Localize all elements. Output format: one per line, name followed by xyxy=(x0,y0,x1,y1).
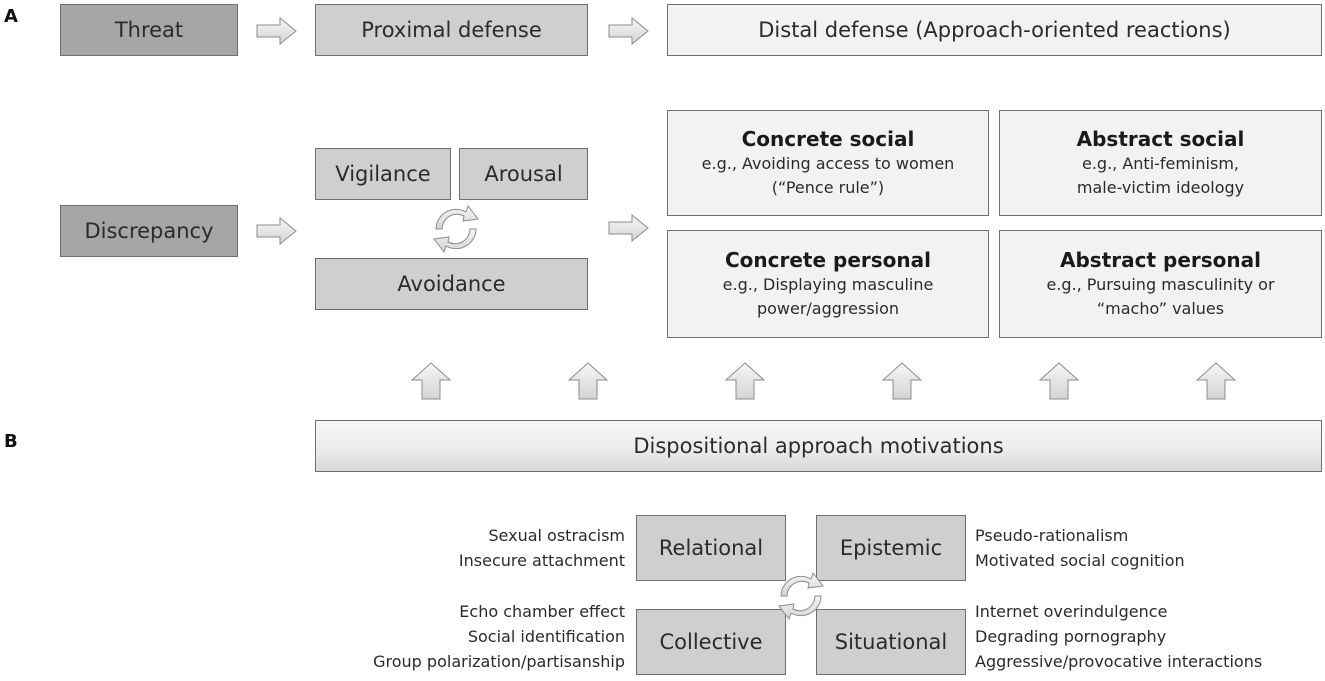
right-arrow-icon xyxy=(608,17,649,45)
proximal-defense-box: Proximal defense xyxy=(315,4,588,56)
avoidance-label: Avoidance xyxy=(397,272,506,296)
panel-label-b: B xyxy=(4,431,18,452)
abstract-personal-example: e.g., Pursuing masculinity or xyxy=(1046,275,1275,295)
factor-item: Pseudo-rationalism xyxy=(975,526,1129,545)
abstract-social-title: Abstract social xyxy=(1076,127,1245,152)
abstract-social-box: Abstract social e.g., Anti-feminism, mal… xyxy=(999,110,1322,216)
factor-item: Echo chamber effect xyxy=(459,602,625,621)
concrete-social-title: Concrete social xyxy=(741,127,915,152)
up-arrow-icon xyxy=(1195,362,1237,400)
concrete-social-example-2: (“Pence rule”) xyxy=(771,177,885,197)
factor-item: Sexual ostracism xyxy=(488,526,625,545)
vigilance-box: Vigilance xyxy=(315,148,451,200)
avoidance-box: Avoidance xyxy=(315,258,588,310)
collective-box: Collective xyxy=(636,609,786,675)
arousal-box: Arousal xyxy=(459,148,588,200)
dispositional-motivations-banner: Dispositional approach motivations xyxy=(315,420,1322,472)
relational-label: Relational xyxy=(658,536,764,560)
abstract-personal-title: Abstract personal xyxy=(1060,248,1261,273)
discrepancy-label: Discrepancy xyxy=(84,219,214,243)
epistemic-box: Epistemic xyxy=(816,515,966,581)
abstract-social-example: e.g., Anti-feminism, xyxy=(1081,154,1240,174)
collective-factors: Echo chamber effect Social identificatio… xyxy=(373,600,625,674)
discrepancy-box: Discrepancy xyxy=(60,205,238,257)
situational-box: Situational xyxy=(816,609,966,675)
situational-label: Situational xyxy=(834,630,948,654)
threat-label: Threat xyxy=(114,18,184,42)
concrete-personal-title: Concrete personal xyxy=(724,248,931,273)
factor-item: Internet overindulgence xyxy=(975,602,1168,621)
cycle-arrows-icon xyxy=(778,571,824,621)
concrete-social-box: Concrete social e.g., Avoiding access to… xyxy=(667,110,989,216)
right-arrow-icon xyxy=(256,17,297,45)
situational-factors: Internet overindulgence Degrading pornog… xyxy=(975,600,1262,674)
concrete-personal-box: Concrete personal e.g., Displaying mascu… xyxy=(667,230,989,338)
up-arrow-icon xyxy=(410,362,452,400)
proximal-defense-label: Proximal defense xyxy=(361,18,542,42)
vigilance-label: Vigilance xyxy=(335,162,431,186)
right-arrow-icon xyxy=(608,214,649,242)
factor-item: Aggressive/provocative interactions xyxy=(975,651,1263,671)
epistemic-factors: Pseudo-rationalism Motivated social cogn… xyxy=(975,524,1185,574)
factor-item: Motivated social cognition xyxy=(975,550,1185,570)
arousal-label: Arousal xyxy=(484,162,563,186)
up-arrow-icon xyxy=(1038,362,1080,400)
factor-item: Insecure attachment xyxy=(458,550,625,570)
relational-box: Relational xyxy=(636,515,786,581)
abstract-social-example-2: male-victim ideology xyxy=(1076,177,1245,197)
abstract-personal-example-2: “macho” values xyxy=(1096,298,1225,318)
distal-defense-label: Distal defense (Approach-oriented reacti… xyxy=(758,18,1231,42)
concrete-social-example: e.g., Avoiding access to women xyxy=(701,154,955,174)
threat-box: Threat xyxy=(60,4,238,56)
up-arrow-icon xyxy=(881,362,923,400)
factor-item: Degrading pornography xyxy=(975,626,1167,646)
relational-factors: Sexual ostracism Insecure attachment xyxy=(459,524,625,574)
up-arrow-icon xyxy=(724,362,766,400)
collective-label: Collective xyxy=(659,630,763,654)
panel-label-a: A xyxy=(4,6,18,27)
up-arrow-icon xyxy=(567,362,609,400)
factor-item: Social identification xyxy=(467,626,625,646)
dispositional-motivations-label: Dispositional approach motivations xyxy=(633,434,1004,458)
epistemic-label: Epistemic xyxy=(839,536,943,560)
right-arrow-icon xyxy=(256,217,297,245)
cycle-arrows-icon xyxy=(433,204,479,254)
factor-item: Group polarization/partisanship xyxy=(373,651,625,671)
abstract-personal-box: Abstract personal e.g., Pursuing masculi… xyxy=(999,230,1322,338)
distal-defense-box: Distal defense (Approach-oriented reacti… xyxy=(667,4,1322,56)
concrete-personal-example: e.g., Displaying masculine xyxy=(722,275,934,295)
concrete-personal-example-2: power/aggression xyxy=(756,298,900,318)
